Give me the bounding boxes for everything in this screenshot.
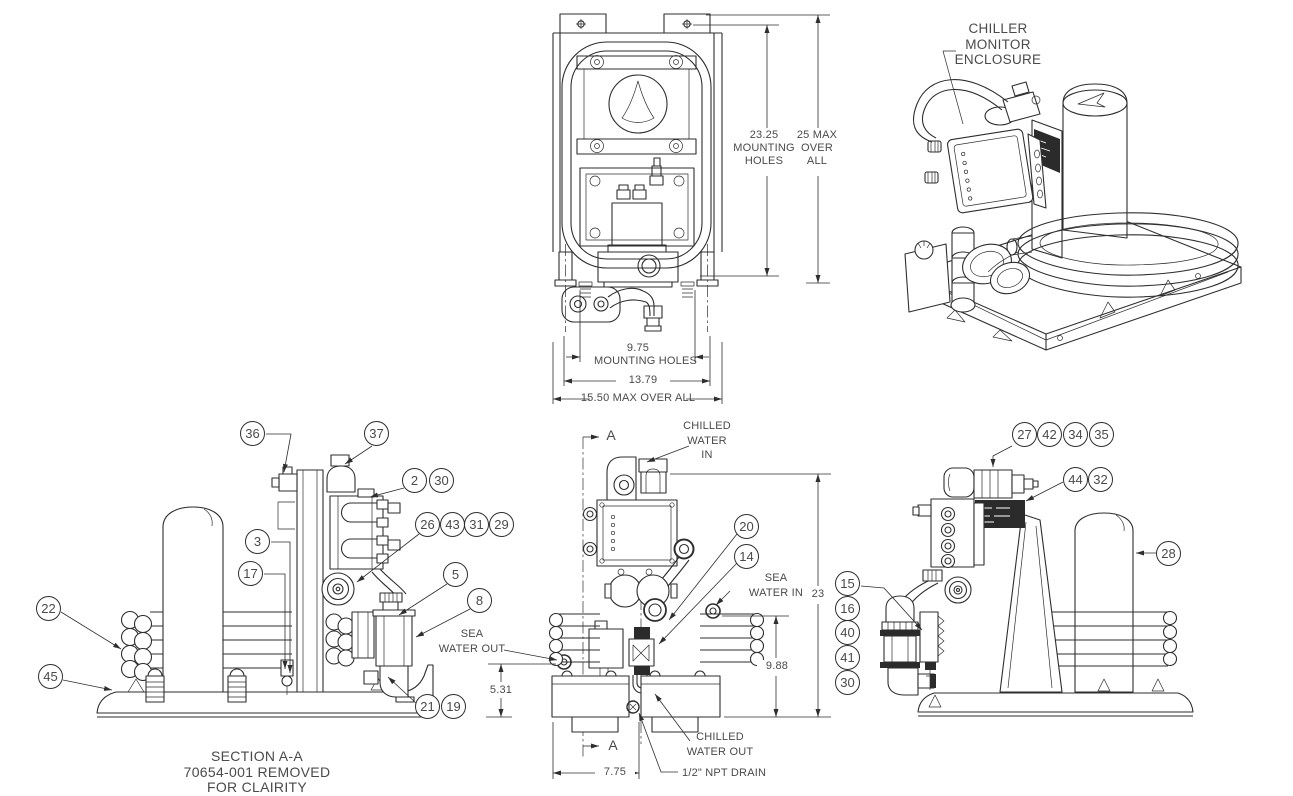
balloon-2: 2	[402, 468, 427, 493]
section-marker-a-bottom: A	[608, 737, 618, 753]
dim-mounting-holes-vertical: 23.25 MOUNTING HOLES	[733, 129, 795, 167]
motor-end-right	[944, 576, 972, 604]
chilled-water-in-label: CHILLED WATER IN	[683, 420, 731, 461]
iso-cylinder	[1062, 83, 1128, 239]
balloon-15: 15	[835, 571, 860, 596]
sea-water-plumbing-right	[880, 595, 945, 696]
balloon-41: 41	[835, 645, 860, 670]
balloon-14: 14	[734, 544, 759, 569]
iso-pump-cluster	[904, 79, 1031, 313]
center-view-unit	[548, 434, 765, 757]
compressor-top-circle	[608, 74, 668, 134]
balloon-28: 28	[1156, 541, 1181, 566]
mount-bracket-edge	[999, 513, 1063, 693]
motor-end	[321, 572, 355, 606]
balloon-36: 36	[240, 421, 265, 446]
dim-frame-width: 13.79	[628, 374, 658, 386]
condenser-tubes-right	[1020, 611, 1168, 667]
monitor-enclosure-front	[582, 499, 678, 567]
npt-drain-plug	[626, 700, 640, 714]
balloon-27: 27	[1012, 422, 1037, 447]
vibration-mounts	[145, 668, 247, 703]
solenoid-assembly-top	[943, 467, 1039, 499]
balloon-22: 22	[36, 596, 61, 621]
dim-max-overall-width: 15.50 MAX OVER ALL	[580, 392, 696, 404]
dim-7-75: 7.75	[595, 766, 635, 779]
dim-5-31: 5.31	[481, 684, 521, 697]
front-view-unit	[552, 13, 723, 332]
right-base-plate	[917, 678, 1194, 717]
balloon-30: 30	[429, 468, 454, 493]
iso-view	[904, 50, 1242, 351]
center-piping	[604, 538, 695, 622]
npt-drain-label: 1/2" NPT DRAIN	[682, 767, 767, 779]
iso-callout-leader	[942, 50, 964, 125]
balloon-19: 19	[441, 694, 466, 719]
balloon-31: 31	[464, 512, 489, 537]
right-view-unit	[880, 467, 1194, 717]
center-view-dimensions	[486, 473, 831, 779]
coil-end-turns	[120, 610, 153, 682]
balloon-40: 40	[835, 620, 860, 645]
balloon-32: 32	[1088, 467, 1113, 492]
balloon-44: 44	[1063, 467, 1088, 492]
balloon-20: 20	[734, 514, 759, 539]
center-view-leaders	[503, 445, 738, 773]
balloon-17: 17	[238, 561, 263, 586]
solenoid-valve	[607, 157, 667, 253]
balloon-43: 43	[440, 512, 465, 537]
balloon-3: 3	[245, 529, 270, 554]
balloon-30-right: 30	[835, 670, 860, 695]
coil-end-turns-right	[325, 613, 355, 667]
sea-water-out-label: SEA WATER OUT	[438, 628, 506, 655]
sea-water-in-fitting	[705, 603, 721, 619]
dim-23: 23	[804, 588, 832, 601]
balloon-16: 16	[835, 596, 860, 621]
compressor-cylinder	[162, 506, 224, 693]
balloon-8: 8	[467, 588, 492, 613]
section-view-unit	[96, 454, 434, 718]
balloon-26: 26	[415, 512, 440, 537]
section-caption: SECTION A-A 70654-001 REMOVED FOR CLAIRI…	[183, 748, 331, 795]
right-view-leaders	[860, 445, 1156, 631]
dim-9-88: 9.88	[757, 660, 797, 673]
bottom-fittings	[561, 286, 663, 332]
receiver-cylinder	[1074, 512, 1134, 693]
balloon-45: 45	[38, 664, 63, 689]
chilled-water-inlet	[606, 456, 668, 500]
iso-coil-ring	[1006, 212, 1239, 298]
balloon-42: 42	[1037, 422, 1062, 447]
balloon-37: 37	[364, 421, 389, 446]
mixing-valve	[628, 627, 655, 694]
window-bolts	[590, 55, 683, 153]
balloon-29: 29	[489, 512, 514, 537]
center-base	[551, 670, 721, 733]
chiller-monitor-enclosure-callout: CHILLER MONITOR ENCLOSURE	[954, 21, 1042, 67]
balloon-21: 21	[415, 694, 440, 719]
balloon-35: 35	[1089, 422, 1114, 447]
chilled-water-manifold	[329, 488, 401, 570]
balloon-5: 5	[443, 562, 468, 587]
section-view-leaders	[60, 433, 471, 704]
monitor-enclosure-back	[897, 498, 985, 609]
dim-max-overall-vertical: 25 MAX OVER ALL	[796, 129, 838, 167]
balloon-34: 34	[1063, 422, 1088, 447]
chilled-water-out-label: CHILLED WATER OUT	[686, 731, 754, 758]
sea-water-in-label: SEA WATER IN	[748, 572, 804, 599]
section-marker-a-top: A	[606, 427, 616, 443]
front-view-dimensions	[552, 14, 830, 404]
pump-front	[597, 251, 679, 288]
iso-monitor-enclosure	[924, 81, 1047, 214]
dim-mounting-holes-horizontal: 9.75 MOUNTING HOLES	[594, 342, 698, 367]
